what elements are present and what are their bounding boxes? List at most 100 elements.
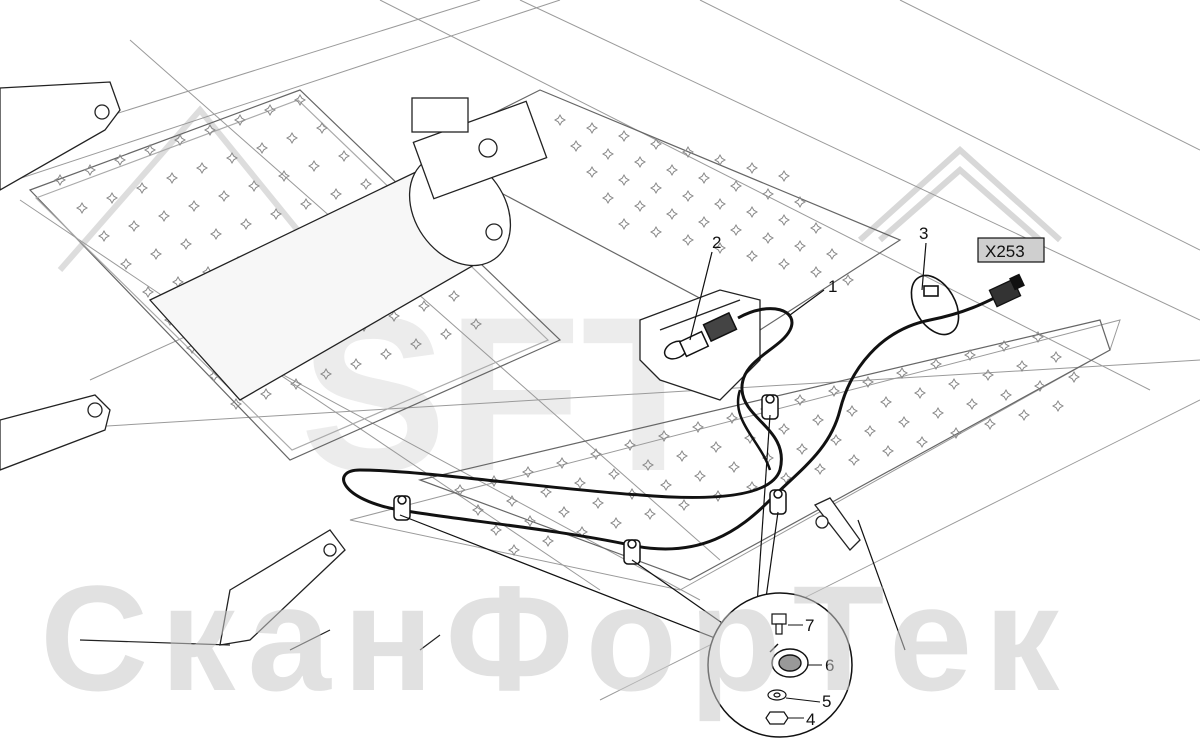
- perforation-star: [963, 348, 977, 362]
- perforation-star: [777, 213, 791, 227]
- perforation-star: [229, 397, 243, 411]
- perforation-star: [623, 438, 637, 452]
- callout-labels: 1 2 3 4 5 6 7: [712, 224, 928, 729]
- perforation-star: [285, 131, 299, 145]
- perforation-star: [119, 257, 133, 271]
- perforation-star: [417, 299, 431, 313]
- perforation-star: [915, 435, 929, 449]
- perforation-star: [813, 462, 827, 476]
- clamp: [623, 539, 641, 565]
- perforation-star: [293, 93, 307, 107]
- perforation-star: [507, 543, 521, 557]
- perforation-star: [863, 424, 877, 438]
- perforation-star: [693, 469, 707, 483]
- perforation-star: [881, 444, 895, 458]
- perforation-star: [641, 458, 655, 472]
- perforation-star: [745, 205, 759, 219]
- perforation-star: [681, 189, 695, 203]
- perforation-star: [997, 339, 1011, 353]
- perforation-star: [697, 171, 711, 185]
- perforation-star: [617, 129, 631, 143]
- perforation-star: [1033, 379, 1047, 393]
- detail-inset: [707, 592, 853, 738]
- perforation-star: [105, 191, 119, 205]
- perforation-star: [1067, 370, 1081, 384]
- perforation-star: [569, 139, 583, 153]
- callout-1: 1: [828, 277, 837, 296]
- perforation-star: [149, 247, 163, 261]
- side-rails: [0, 81, 861, 646]
- clamp: [769, 489, 787, 515]
- leader-lines: [399, 242, 927, 651]
- perforation-star: [825, 247, 839, 261]
- perforation-star: [337, 149, 351, 163]
- perforation-star: [845, 404, 859, 418]
- perforation-star: [97, 229, 111, 243]
- cable-tie: [910, 274, 960, 336]
- perforation-star: [557, 505, 571, 519]
- perforation-star: [895, 366, 909, 380]
- perforation-star: [929, 357, 943, 371]
- perforation-star: [913, 386, 927, 400]
- perforation-star: [793, 393, 807, 407]
- perforation-star: [329, 187, 343, 201]
- perforation-star: [541, 534, 555, 548]
- perforation-star: [171, 275, 185, 289]
- connector-tag-label: X253: [985, 242, 1025, 261]
- perforation-star: [179, 237, 193, 251]
- callout-6: 6: [825, 656, 834, 675]
- perforation-star: [633, 155, 647, 169]
- perforation-star: [947, 377, 961, 391]
- perforation-star: [135, 181, 149, 195]
- perforation-star: [681, 233, 695, 247]
- perforation-star: [713, 153, 727, 167]
- perforation-star: [665, 207, 679, 221]
- perforation-star: [649, 181, 663, 195]
- perforation-star: [585, 121, 599, 135]
- perforation-star: [359, 177, 373, 191]
- callout-5: 5: [822, 692, 831, 711]
- perforation-star: [983, 417, 997, 431]
- perforation-star: [779, 471, 793, 485]
- perforation-star: [633, 199, 647, 213]
- perforation-star: [203, 123, 217, 137]
- perforation-star: [585, 165, 599, 179]
- perforation-star: [811, 413, 825, 427]
- perforation-star: [827, 384, 841, 398]
- perforation-star: [847, 453, 861, 467]
- perforation-star: [187, 199, 201, 213]
- perforation-star: [319, 367, 333, 381]
- perforation-star: [307, 159, 321, 173]
- bolt: [771, 613, 787, 635]
- perforation-star: [777, 422, 791, 436]
- washer: [767, 689, 787, 701]
- tread-plate-right: [417, 319, 1111, 581]
- perforation-star: [239, 217, 253, 231]
- perforation-star: [879, 395, 893, 409]
- perforation-star: [379, 347, 393, 361]
- perforation-star: [75, 201, 89, 215]
- perforation-star: [409, 337, 423, 351]
- perforation-star: [209, 227, 223, 241]
- perforation-star: [607, 467, 621, 481]
- perforation-star: [777, 257, 791, 271]
- perforation-star: [809, 265, 823, 279]
- perforation-star: [677, 498, 691, 512]
- perforation-star: [745, 249, 759, 263]
- perforation-star: [617, 217, 631, 231]
- perforation-star: [439, 327, 453, 341]
- perforation-star: [709, 440, 723, 454]
- perforation-star: [53, 173, 67, 187]
- connector-x253: [988, 273, 1025, 308]
- perforation-star: [217, 189, 231, 203]
- perforation-star: [1031, 330, 1045, 344]
- perforation-star: [277, 169, 291, 183]
- perforation-star: [659, 478, 673, 492]
- nut: [765, 711, 789, 725]
- perforation-star: [523, 514, 537, 528]
- perforation-star: [601, 147, 615, 161]
- perforation-star: [539, 485, 553, 499]
- perforation-star: [965, 397, 979, 411]
- callout-7: 7: [805, 616, 814, 635]
- perforation-star: [113, 153, 127, 167]
